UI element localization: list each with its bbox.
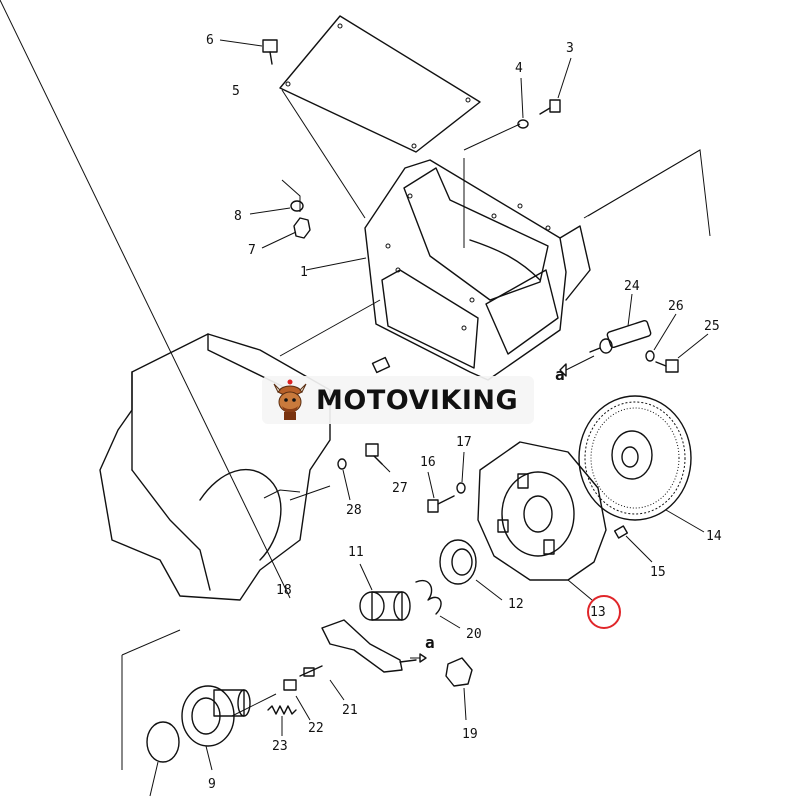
arrow-label-a-bottom: a bbox=[425, 633, 435, 652]
callout-20: 20 bbox=[466, 627, 482, 642]
nut-part-7 bbox=[261, 217, 311, 249]
bolt-part-6 bbox=[219, 39, 278, 65]
callout-7: 7 bbox=[248, 243, 256, 258]
callout-18: 18 bbox=[276, 583, 292, 598]
brand-watermark: MOTOVIKING bbox=[262, 376, 534, 424]
bolt-part-27 bbox=[365, 443, 391, 473]
callout-21: 21 bbox=[342, 703, 358, 718]
callout-14: 14 bbox=[706, 529, 722, 544]
callout-17: 17 bbox=[456, 435, 472, 450]
spring-part-20 bbox=[415, 579, 461, 629]
rod-part-21 bbox=[299, 665, 345, 701]
washer-part-28 bbox=[337, 458, 351, 501]
engine-block-part bbox=[99, 333, 331, 601]
spring-part-23 bbox=[267, 705, 297, 736]
washer-part-26 bbox=[645, 313, 677, 362]
callout-5: 5 bbox=[232, 84, 240, 99]
callout-22: 22 bbox=[308, 721, 324, 736]
release-bearing-part bbox=[439, 539, 503, 601]
callout-27: 27 bbox=[392, 481, 408, 496]
callout-19: 19 bbox=[462, 727, 478, 742]
callout-11: 11 bbox=[348, 545, 364, 560]
callout-labels: 6 5 4 3 8 7 1 24 26 25 a 17 16 27 28 14 … bbox=[206, 33, 722, 792]
callout-15: 15 bbox=[650, 565, 666, 580]
bracket-part-19 bbox=[445, 657, 473, 721]
bolt-part-16 bbox=[427, 471, 455, 513]
callout-28: 28 bbox=[346, 503, 362, 518]
washer-part-8 bbox=[249, 200, 304, 215]
nut-part-22 bbox=[283, 679, 311, 721]
slave-cylinder-part bbox=[559, 293, 652, 377]
pin-part-15 bbox=[613, 525, 653, 563]
release-fork-part bbox=[0, 0, 427, 673]
cover-plate-part bbox=[279, 15, 481, 219]
arrow-label-a-top: a bbox=[555, 365, 565, 384]
callout-3: 3 bbox=[566, 41, 574, 56]
bolt-part-3 bbox=[539, 57, 572, 115]
callout-25: 25 bbox=[704, 319, 720, 334]
bearing-housing-part bbox=[181, 685, 277, 771]
callout-16: 16 bbox=[420, 455, 436, 470]
callout-1: 1 bbox=[300, 265, 308, 280]
o-ring-part bbox=[146, 721, 180, 797]
callout-6: 6 bbox=[206, 33, 214, 48]
hub-part-11 bbox=[359, 563, 411, 621]
washer-part-4 bbox=[517, 77, 529, 129]
callout-24: 24 bbox=[624, 279, 640, 294]
callout-23: 23 bbox=[272, 739, 288, 754]
callout-9: 9 bbox=[208, 777, 216, 792]
washer-part-17 bbox=[456, 451, 466, 494]
callout-4: 4 bbox=[515, 61, 523, 76]
bolt-part-25 bbox=[655, 333, 709, 373]
viking-mascot-icon bbox=[273, 379, 307, 420]
brand-name: MOTOVIKING bbox=[316, 384, 519, 416]
highlight-circle bbox=[587, 595, 621, 629]
callout-12: 12 bbox=[508, 597, 524, 612]
callout-8: 8 bbox=[234, 209, 242, 224]
callout-13: 13 bbox=[590, 605, 606, 620]
pressure-plate-part bbox=[477, 441, 607, 601]
clutch-disc-part bbox=[578, 395, 705, 533]
clutch-housing-part bbox=[305, 123, 591, 381]
callout-26: 26 bbox=[668, 299, 684, 314]
